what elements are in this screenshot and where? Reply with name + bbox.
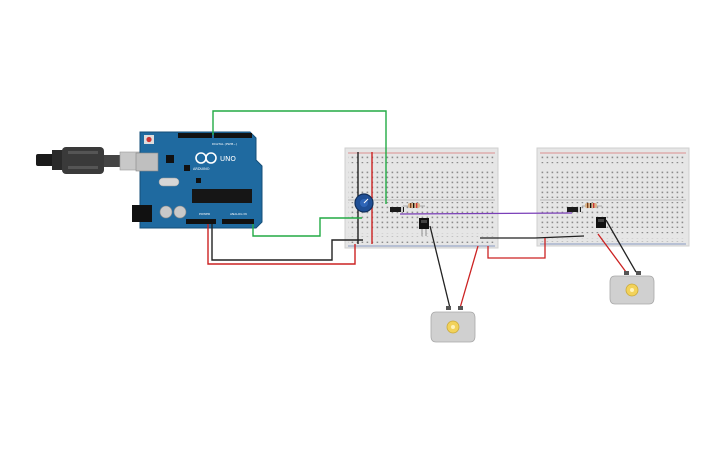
brand-label: ARDUINO: [193, 167, 210, 171]
usb-cable[interactable]: [36, 147, 143, 174]
green-wire-digital: [212, 110, 387, 204]
transistor-right[interactable]: [596, 217, 606, 228]
red-wire-5v: [207, 224, 356, 265]
power-pins-label: POWER: [199, 212, 210, 216]
black-wire-gnd: [211, 224, 363, 261]
potentiometer[interactable]: [354, 193, 374, 213]
transistor-left[interactable]: [419, 218, 429, 236]
board-model-label: UNO: [220, 155, 236, 163]
resistor-left[interactable]: [403, 203, 425, 208]
black-wire-link: [480, 235, 585, 239]
arduino-uno-board[interactable]: UNO ARDUINO DIGITAL (PWM~) POWER ANALOG …: [132, 131, 263, 229]
breadboard-right[interactable]: [536, 147, 690, 247]
red-wire-link: [487, 238, 546, 259]
red-wire-motor-right[interactable]: [597, 233, 627, 273]
digital-pins-label: DIGITAL (PWM~): [212, 142, 237, 146]
arduino-logo-icon: [195, 152, 217, 164]
diode-right[interactable]: [567, 207, 581, 212]
black-wire-motor-left[interactable]: [429, 225, 451, 309]
red-wire-motor-left[interactable]: [459, 245, 479, 309]
dc-motor-left[interactable]: [430, 306, 476, 343]
wires[interactable]: [207, 110, 585, 265]
resistor-right[interactable]: [582, 203, 602, 208]
dc-motor-right[interactable]: [609, 271, 655, 305]
analog-pins-label: ANALOG IN: [230, 212, 247, 216]
microcontroller-chip: [192, 189, 252, 203]
black-wire-motor-right[interactable]: [605, 219, 637, 273]
green-wire-analog: [252, 217, 362, 237]
purple-wire-link: [399, 212, 573, 215]
diode-left[interactable]: [390, 207, 404, 212]
